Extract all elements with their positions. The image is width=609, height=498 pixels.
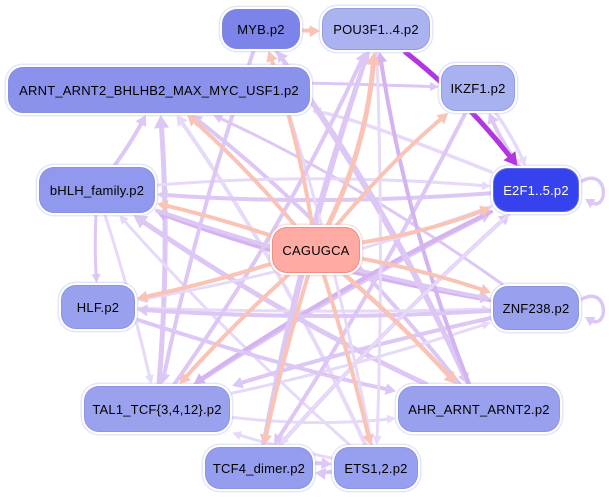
edge-tal1-pou bbox=[172, 56, 365, 386]
node-znf[interactable]: ZNF238.p2 bbox=[493, 286, 579, 330]
edge-pou-ets bbox=[375, 50, 382, 441]
edge-ets-tal1 bbox=[236, 433, 334, 460]
node-cag[interactable]: CAGUGCA bbox=[272, 227, 360, 273]
node-label: E2F1..5.p2 bbox=[503, 182, 569, 198]
edge-cag-pou bbox=[325, 57, 377, 228]
edge-cag-hlf bbox=[141, 262, 272, 300]
edge-e2f-e2f bbox=[580, 176, 606, 206]
edge-cag-ahr bbox=[342, 272, 454, 381]
edge-znf-tal1 bbox=[236, 316, 493, 386]
edge-e2f-bhlh bbox=[161, 191, 493, 203]
node-label: HLF.p2 bbox=[76, 299, 120, 315]
edge-cag-tal1 bbox=[182, 273, 291, 381]
edge-e2f-tal1 bbox=[197, 209, 493, 383]
edge-cag-ikzf bbox=[335, 115, 445, 227]
edge-bhlh-hlf bbox=[93, 213, 98, 279]
node-label: MYB.p2 bbox=[237, 21, 285, 37]
edge-cag-znf bbox=[360, 256, 487, 293]
edge-cag-bhlh bbox=[161, 203, 272, 238]
node-myb[interactable]: MYB.p2 bbox=[222, 9, 300, 49]
edge-tal1-arnt bbox=[156, 120, 168, 387]
node-bhlh[interactable]: bHLH_family.p2 bbox=[39, 167, 155, 213]
edge-myb-pou bbox=[300, 28, 317, 34]
node-label: AHR_ARNT_ARNT2.p2 bbox=[408, 401, 550, 417]
edge-bhlh-arnt bbox=[113, 119, 145, 167]
node-hlf[interactable]: HLF.p2 bbox=[61, 285, 135, 329]
edge-ets-arnt bbox=[178, 118, 368, 447]
edge-ets-bhlh bbox=[121, 217, 352, 447]
node-label: TCF4_dimer.p2 bbox=[212, 460, 306, 476]
node-ahr[interactable]: AHR_ARNT_ARNT2.p2 bbox=[398, 386, 560, 432]
node-pou[interactable]: POU3F1..4.p2 bbox=[322, 8, 430, 50]
node-tal1[interactable]: TAL1_TCF{3,4,12}.p2 bbox=[84, 386, 230, 432]
edge-ahr-bhlh bbox=[137, 217, 429, 387]
edge-ets-tcf4 bbox=[318, 469, 334, 476]
edge-tcf4-ets bbox=[313, 461, 328, 466]
edge-ikzf-e2f bbox=[494, 111, 525, 163]
node-label: ZNF238.p2 bbox=[502, 300, 570, 316]
node-tcf4[interactable]: TCF4_dimer.p2 bbox=[205, 447, 313, 489]
edge-arnt-ikzf bbox=[310, 81, 435, 89]
node-arnt[interactable]: ARNT_ARNT2_BHLHB2_MAX_MYC_USF1.p2 bbox=[8, 67, 310, 113]
edge-bhlh-e2f bbox=[155, 177, 487, 188]
edge-ikzf-tcf4 bbox=[275, 111, 468, 442]
node-label: IKZF1.p2 bbox=[450, 80, 506, 96]
node-label: POU3F1..4.p2 bbox=[333, 21, 419, 37]
node-ikzf[interactable]: IKZF1.p2 bbox=[441, 65, 515, 111]
node-label: bHLH_family.p2 bbox=[49, 182, 145, 198]
edge-cag-ets bbox=[321, 273, 371, 441]
node-e2f[interactable]: E2F1..5.p2 bbox=[493, 168, 579, 212]
node-label: TAL1_TCF{3,4,12}.p2 bbox=[92, 401, 222, 417]
edge-cag-arnt bbox=[190, 117, 297, 227]
node-label: ARNT_ARNT2_BHLHB2_MAX_MYC_USF1.p2 bbox=[19, 82, 299, 98]
node-ets[interactable]: ETS1,2.p2 bbox=[334, 447, 418, 489]
edge-tal1-ahr bbox=[230, 415, 392, 425]
node-label: ETS1,2.p2 bbox=[344, 460, 408, 476]
edge-cag-e2f bbox=[360, 208, 487, 245]
edge-znf-hlf bbox=[141, 308, 493, 318]
edge-cag-tcf4 bbox=[263, 273, 311, 441]
edge-znf-znf bbox=[580, 294, 606, 324]
edge-ahr-pou bbox=[378, 56, 472, 386]
node-label: CAGUGCA bbox=[282, 242, 350, 258]
edge-e2f-tcf4 bbox=[282, 212, 511, 443]
